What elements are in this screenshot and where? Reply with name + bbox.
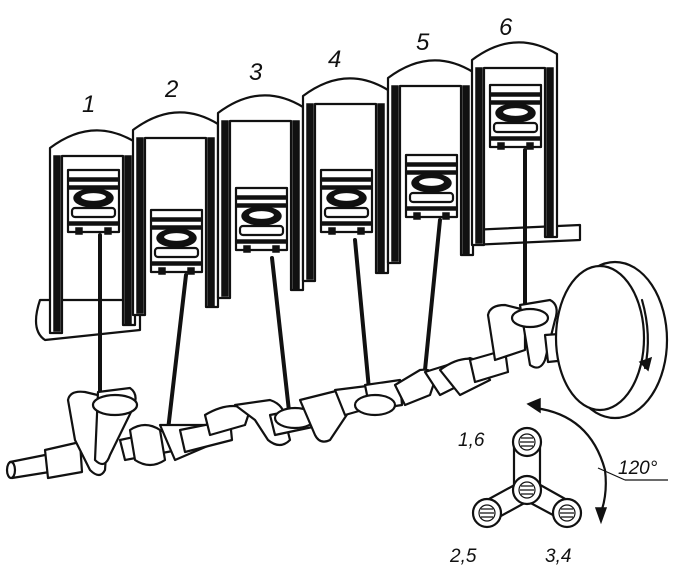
crank-throw-layout: 1,6 2,5 3,4 120° — [449, 397, 668, 567]
cylinder-2 — [131, 111, 220, 317]
angle-arc — [533, 406, 607, 517]
cylinder-4 — [301, 77, 390, 283]
connecting-rod-4 — [353, 238, 372, 402]
crank-label-left: 2,5 — [449, 546, 477, 567]
flywheel — [554, 260, 669, 420]
cylinder-group — [48, 41, 559, 335]
cylinder-label: 4 — [328, 46, 341, 73]
cylinder-label: 5 — [416, 29, 430, 56]
connecting-rod-3 — [270, 256, 292, 422]
connecting-rod-2 — [166, 273, 188, 432]
cylinder-label: 6 — [499, 14, 513, 41]
cylinder-1 — [48, 129, 137, 335]
connecting-rod-5 — [423, 218, 442, 372]
cylinder-label: 3 — [249, 59, 263, 86]
cylinder-5 — [386, 59, 475, 265]
cylinder-label: 1 — [82, 91, 95, 118]
connecting-rods — [98, 148, 527, 432]
cylinder-6 — [470, 41, 559, 247]
crank-label-top: 1,6 — [458, 430, 485, 451]
angle-label: 120° — [618, 458, 658, 479]
cylinder-label: 2 — [164, 76, 178, 103]
cylinder-labels: 1 2 3 4 5 6 — [82, 14, 513, 118]
crank-label-right: 3,4 — [545, 546, 571, 567]
cylinder-3 — [216, 94, 305, 300]
